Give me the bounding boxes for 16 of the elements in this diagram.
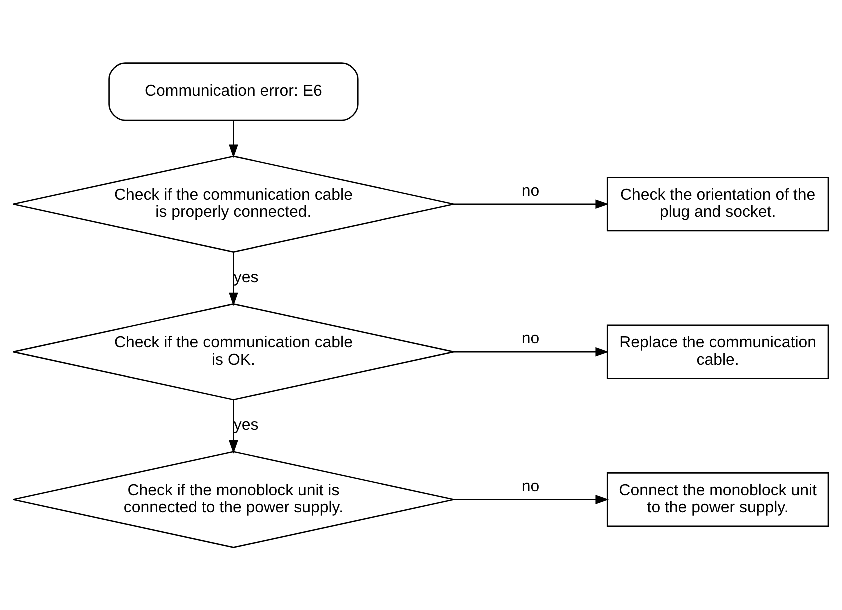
arrow <box>454 494 610 504</box>
node-diamond: Check if the communication cable is properly connected. <box>12 155 455 252</box>
node-box: Check the orientation of the plug and socket. <box>606 176 830 232</box>
edge-label: no <box>522 330 540 348</box>
arrow <box>454 346 610 356</box>
arrow <box>229 400 238 454</box>
node-box: Communication error: E6 <box>108 62 359 121</box>
node-diamond: Check if the monoblock unit is connected to the power supply. <box>12 450 455 548</box>
node-box: Replace the communication cable. <box>606 324 830 379</box>
edge-label: no <box>522 182 540 200</box>
node-diamond: Check if the communication cable is OK. <box>12 302 455 400</box>
arrow <box>229 252 238 306</box>
arrow <box>229 120 238 158</box>
arrow <box>454 199 610 209</box>
edge-label: no <box>522 478 540 495</box>
node-box: Connect the monoblock unit to the power supply. <box>606 472 830 527</box>
